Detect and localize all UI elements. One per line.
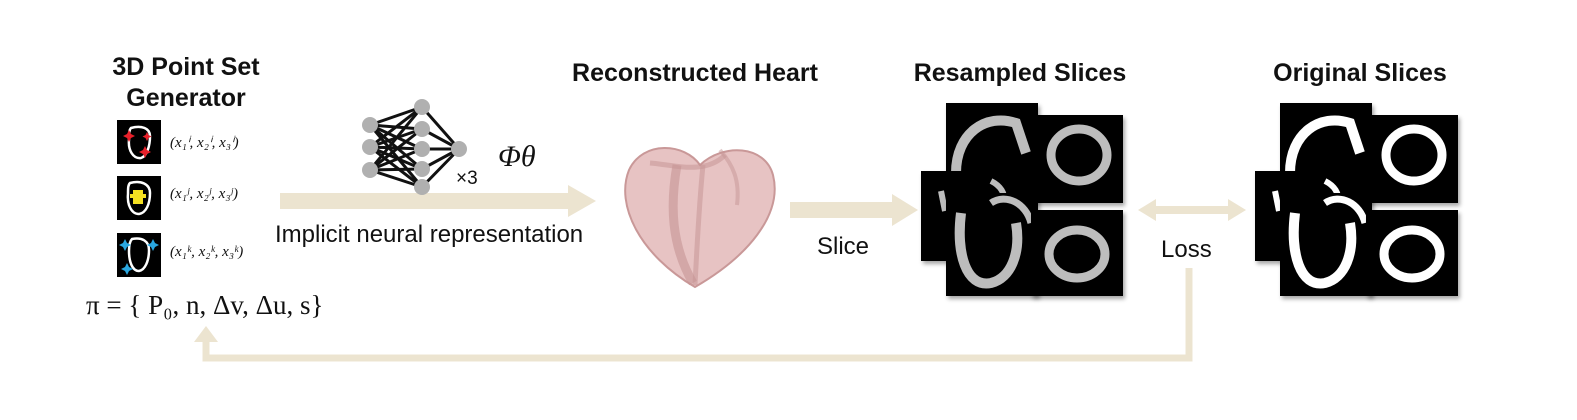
feedback-arrow bbox=[194, 268, 1193, 362]
point-marker-icon bbox=[130, 190, 146, 204]
loss-label: Loss bbox=[1161, 236, 1212, 263]
layer-repeat-label: ×3 bbox=[456, 168, 478, 189]
original-slice-image bbox=[1280, 193, 1372, 296]
resampled-title: Resampled Slices bbox=[913, 59, 1127, 87]
point-marker-icon bbox=[123, 130, 152, 158]
inr-arrow bbox=[280, 185, 596, 217]
original-slice-image bbox=[1366, 210, 1458, 296]
slice-label: Slice bbox=[817, 233, 870, 260]
inr-caption: Implicit neural representation bbox=[275, 221, 584, 248]
plane-parameters: π = { P₀, n, Δv, Δu, s} bbox=[86, 290, 324, 320]
generator-title: 3D Point Set Generator bbox=[96, 52, 276, 114]
coord-label-j: (x₁ʲ, x₂ʲ, x₃ʲ) bbox=[170, 186, 239, 202]
point-set-thumbnail-k bbox=[117, 233, 161, 277]
resampled-slice-image bbox=[946, 193, 1038, 296]
slice-arrow bbox=[790, 194, 918, 226]
resampled-slice-image bbox=[1031, 210, 1123, 296]
resampled-slice-image bbox=[1031, 115, 1123, 203]
neural-network-icon bbox=[362, 99, 467, 195]
point-set-thumbnail-i bbox=[117, 120, 161, 164]
generator-title-line1: 3D Point Set bbox=[112, 53, 260, 81]
loss-double-arrow bbox=[1138, 199, 1246, 221]
original-slice-image bbox=[1366, 115, 1458, 203]
generator-title-line2: Generator bbox=[126, 84, 246, 112]
coord-label-k: (x₁ᵏ, x₂ᵏ, x₃ᵏ) bbox=[170, 244, 244, 260]
phi-theta-symbol: Φθ bbox=[498, 140, 536, 173]
original-title: Original Slices bbox=[1273, 59, 1447, 87]
point-set-thumbnail-j bbox=[117, 176, 161, 220]
heart-title: Reconstructed Heart bbox=[572, 59, 818, 87]
point-marker-icon bbox=[119, 239, 159, 275]
heart-3d-icon bbox=[624, 147, 776, 289]
coord-label-i: (x₁ⁱ, x₂ⁱ, x₃ⁱ) bbox=[170, 135, 239, 151]
